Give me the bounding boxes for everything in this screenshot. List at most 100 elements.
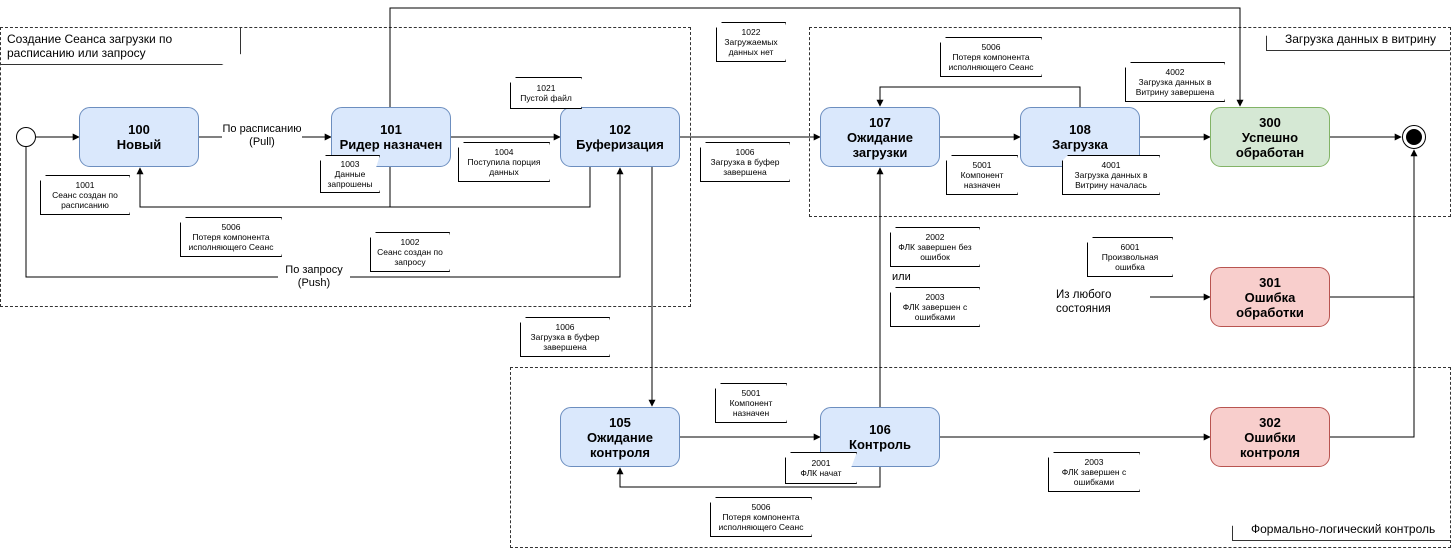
note-text: Загрузка в буфер завершена <box>530 332 600 352</box>
note-code: 1006 <box>555 322 575 332</box>
state-301[interactable]: 301 Ошибка обработки <box>1210 267 1330 327</box>
state-name: Загрузка <box>1052 137 1108 152</box>
note-code: 2003 <box>1084 457 1104 467</box>
note-4002: 4002 Загрузка данных в Витрину завершена <box>1125 62 1225 102</box>
note-5001-bottom: 5001 Компонент назначен <box>715 383 787 423</box>
note-1022: 1022 Загружаемых данных нет <box>716 22 786 62</box>
note-code: 5006 <box>981 42 1001 52</box>
state-name: Новый <box>116 137 162 152</box>
note-code: 5001 <box>741 388 761 398</box>
note-code: 1001 <box>75 180 95 190</box>
state-106[interactable]: 106 Контроль <box>820 407 940 467</box>
state-code: 106 <box>869 422 891 437</box>
region-creation: Создание Сеанса загрузки по расписанию и… <box>0 27 691 307</box>
note-1001: 1001 Сеанс создан по расписанию <box>40 175 130 215</box>
label-pull: По расписанию (Pull) <box>222 123 302 149</box>
note-code: 1021 <box>536 83 556 93</box>
note-text: Потеря компонента исполняющего Сеанс <box>948 52 1034 72</box>
note-text: Пустой файл <box>520 93 572 103</box>
region-showcase: Загрузка данных в витрину <box>809 27 1451 217</box>
note-code: 1003 <box>340 159 360 169</box>
note-text: Сеанс создан по расписанию <box>52 190 118 210</box>
final-state-dot <box>1406 129 1422 145</box>
note-2001: 2001 ФЛК начат <box>785 452 857 484</box>
note-5001-top: 5001 Компонент назначен <box>946 155 1018 195</box>
note-text: Загрузка данных в Витрину завершена <box>1135 77 1215 97</box>
note-text: Загрузка данных в Витрину началась <box>1074 170 1148 190</box>
note-text: ФЛК завершен с ошибками <box>1061 467 1127 487</box>
state-107[interactable]: 107 Ожидание загрузки <box>820 107 940 167</box>
state-102[interactable]: 102 Буферизация <box>560 107 680 167</box>
note-code: 1006 <box>735 147 755 157</box>
note-code: 2001 <box>811 458 831 468</box>
note-code: 1002 <box>400 237 420 247</box>
note-text: Компонент назначен <box>960 170 1004 190</box>
state-code: 105 <box>609 414 631 430</box>
state-code: 100 <box>128 122 150 137</box>
state-105[interactable]: 105 Ожидание контроля <box>560 407 680 467</box>
state-code: 302 <box>1259 414 1281 430</box>
note-text: ФЛК начат <box>800 468 842 478</box>
note-code: 1022 <box>741 27 761 37</box>
note-1002: 1002 Сеанс создан по запросу <box>370 232 450 272</box>
region-flk-title: Формально-логический контроль <box>1232 518 1450 541</box>
state-name: Ожидание контроля <box>587 429 653 460</box>
note-4001: 4001 Загрузка данных в Витрину началась <box>1062 155 1160 195</box>
note-2003-mid: 2003 ФЛК завершен с ошибками <box>890 287 980 327</box>
note-1006-top: 1006 Загрузка в буфер завершена <box>700 142 790 182</box>
region-showcase-title: Загрузка данных в витрину <box>1266 28 1450 51</box>
state-302[interactable]: 302 Ошибки контроля <box>1210 407 1330 467</box>
note-2003-bottom: 2003 ФЛК завершен с ошибками <box>1048 452 1140 492</box>
note-text: Произвольная ошибка <box>1101 252 1159 272</box>
note-code: 5006 <box>221 222 241 232</box>
state-code: 108 <box>1069 122 1091 137</box>
note-1003: 1003 Данные запрошены <box>320 155 380 193</box>
label-push: По запросу (Push) <box>278 264 350 290</box>
note-code: 5001 <box>972 160 992 170</box>
note-text: ФЛК завершен с ошибками <box>902 302 968 322</box>
state-name: Ридер назначен <box>339 137 443 152</box>
note-code: 1004 <box>494 147 514 157</box>
note-1006-mid: 1006 Загрузка в буфер завершена <box>520 317 610 357</box>
note-1004: 1004 Поступила порция данных <box>458 142 550 182</box>
note-text: Поступила порция данных <box>467 157 541 177</box>
note-1021: 1021 Пустой файл <box>510 77 582 109</box>
note-5006-left: 5006 Потеря компонента исполняющего Сеан… <box>180 217 282 257</box>
state-code: 107 <box>869 114 891 130</box>
note-text: Компонент назначен <box>729 398 773 418</box>
state-code: 101 <box>380 122 402 137</box>
state-name: Ошибка обработки <box>1236 289 1304 320</box>
note-2002: 2002 ФЛК завершен без ошибок <box>890 227 980 267</box>
state-name: Ожидание загрузки <box>847 129 913 160</box>
note-code: 4001 <box>1101 160 1121 170</box>
note-text: Потеря компонента исполняющего Сеанс <box>188 232 274 252</box>
state-code: 102 <box>609 122 631 137</box>
state-name: Контроль <box>849 437 911 452</box>
note-code: 4002 <box>1165 67 1185 77</box>
note-text: ФЛК завершен без ошибок <box>898 242 972 262</box>
label-or: или <box>892 271 911 283</box>
label-any-state: Из любого состояния <box>1056 289 1112 315</box>
state-code: 301 <box>1259 274 1281 290</box>
note-code: 2002 <box>925 232 945 242</box>
note-text: Потеря компонента исполняющего Сеанс <box>718 512 804 532</box>
region-creation-title: Создание Сеанса загрузки по расписанию и… <box>1 28 241 65</box>
note-code: 2003 <box>925 292 945 302</box>
note-text: Данные запрошены <box>327 169 373 189</box>
note-5006-top: 5006 Потеря компонента исполняющего Сеан… <box>940 37 1042 77</box>
state-name: Буферизация <box>576 137 664 152</box>
note-code: 5006 <box>751 502 771 512</box>
note-text: Сеанс создан по запросу <box>377 247 443 267</box>
state-100[interactable]: 100 Новый <box>79 107 199 167</box>
state-name: Успешно обработан <box>1235 129 1305 160</box>
state-300[interactable]: 300 Успешно обработан <box>1210 107 1330 167</box>
final-state <box>1402 125 1426 149</box>
note-5006-bottom: 5006 Потеря компонента исполняющего Сеан… <box>710 497 812 537</box>
state-code: 300 <box>1259 114 1281 130</box>
state-name: Ошибки контроля <box>1240 429 1300 460</box>
note-text: Загрузка в буфер завершена <box>710 157 780 177</box>
note-6001: 6001 Произвольная ошибка <box>1087 237 1173 277</box>
note-text: Загружаемых данных нет <box>724 37 778 57</box>
